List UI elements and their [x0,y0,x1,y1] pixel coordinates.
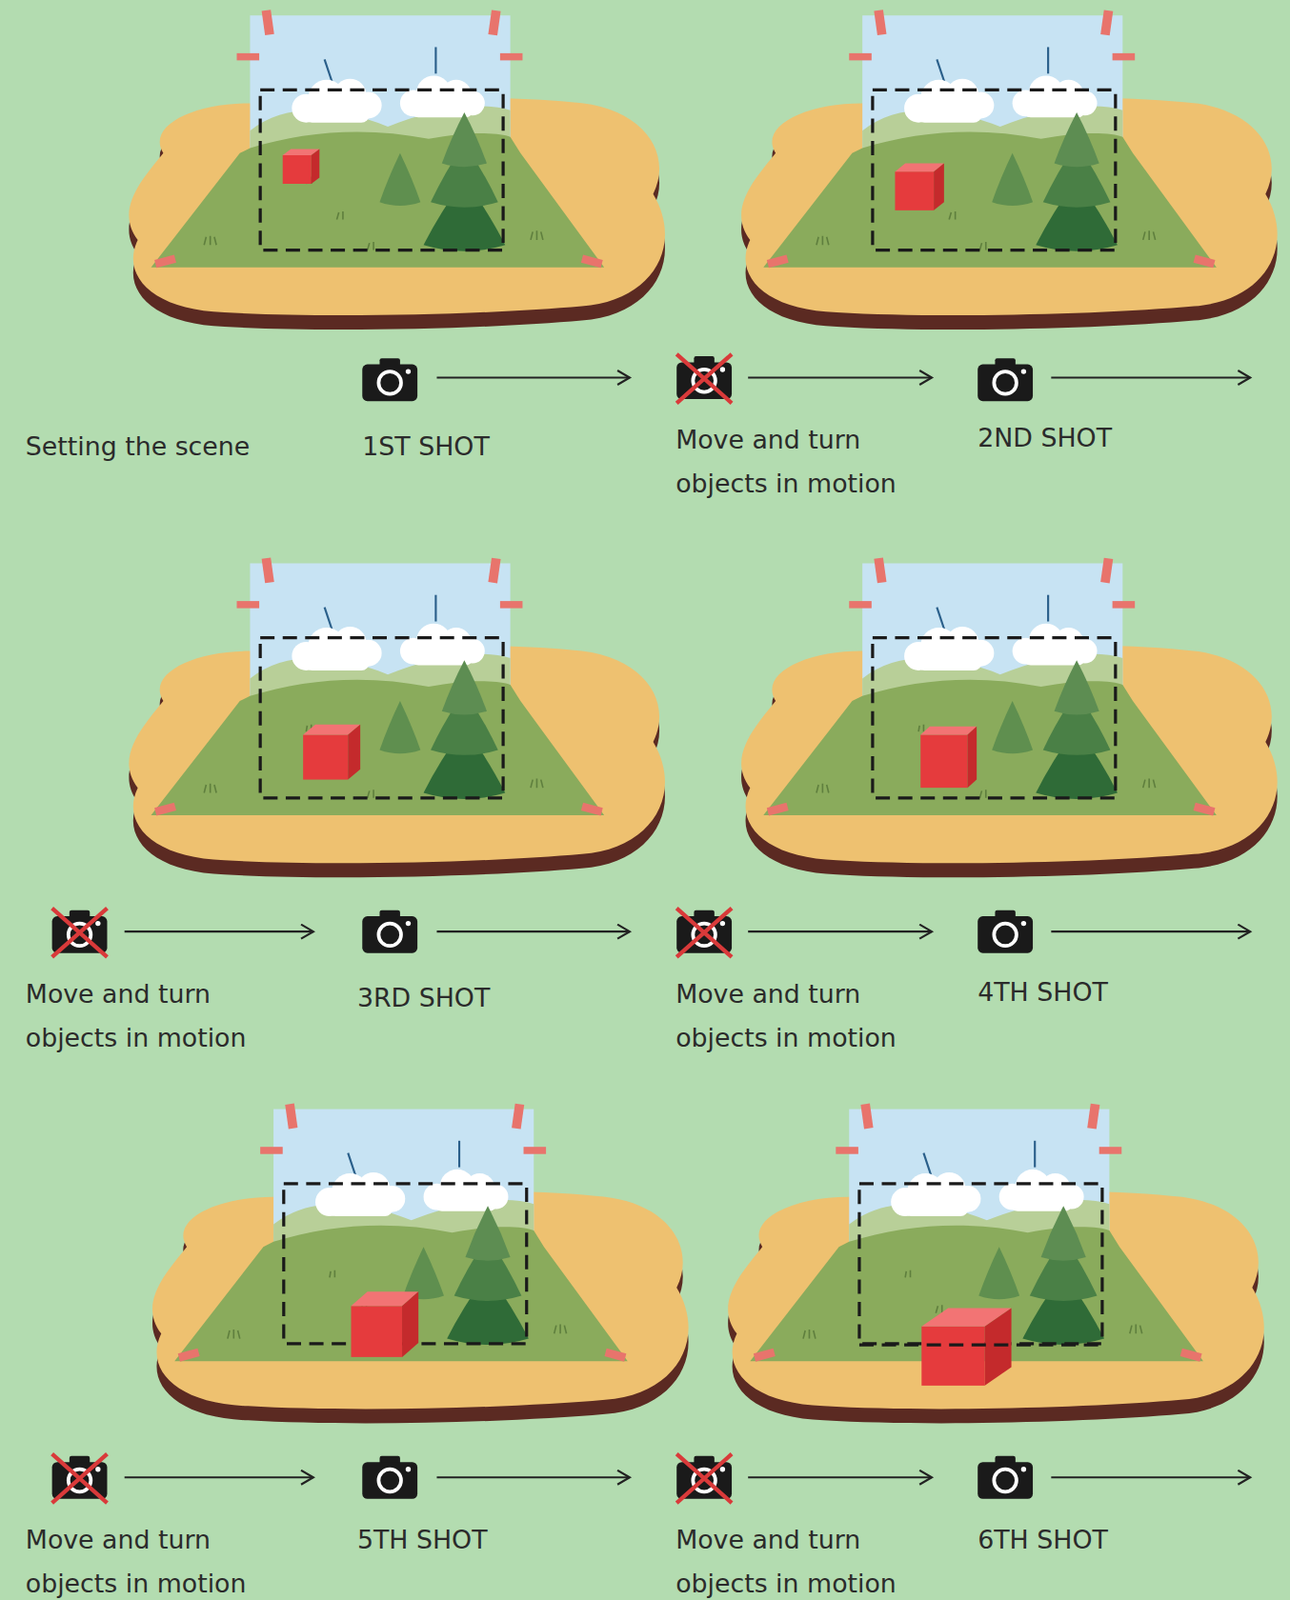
step-caption: Move and turn objects in motion [25,1518,302,1600]
camera-icon [977,910,1033,954]
scene-set [741,9,1278,330]
shot-label: 1ST SHOT [362,424,566,469]
step-caption: Move and turn objects in motion [675,972,951,1061]
camera-icon [977,358,1033,402]
shot-label: 2ND SHOT [977,416,1182,461]
step-caption: Move and turn objects in motion [675,418,951,506]
shot-label: 6TH SHOT [977,1518,1182,1563]
step-caption: Move and turn objects in motion [675,1518,951,1600]
camera-icon [362,358,418,402]
step-caption: Move and turn objects in motion [25,972,302,1061]
camera-icon [362,1456,418,1500]
crossed-camera-icon [52,1454,108,1504]
red-cube [894,163,944,211]
crossed-camera-icon [676,1454,732,1504]
scene-caption: Setting the scene [25,424,312,469]
red-cube [859,1308,1103,1386]
red-cube [282,149,321,184]
scene-set [128,9,666,330]
crossed-camera-icon [676,908,732,958]
scene-set [727,1104,1265,1425]
step-arrow [124,378,1251,1479]
shot-label: 5TH SHOT [357,1518,562,1563]
crossed-camera-icon [676,354,732,404]
camera-icon [977,1456,1033,1500]
red-cube [350,1291,419,1358]
red-cube [302,725,361,781]
camera-icon [362,910,418,954]
scene-set [152,1104,689,1425]
shot-label: 3RD SHOT [357,976,562,1021]
scene-set [741,558,1278,879]
scene-set [128,558,666,879]
crossed-camera-icon [52,908,108,958]
red-cube [920,726,977,788]
shot-label: 4TH SHOT [977,970,1182,1015]
